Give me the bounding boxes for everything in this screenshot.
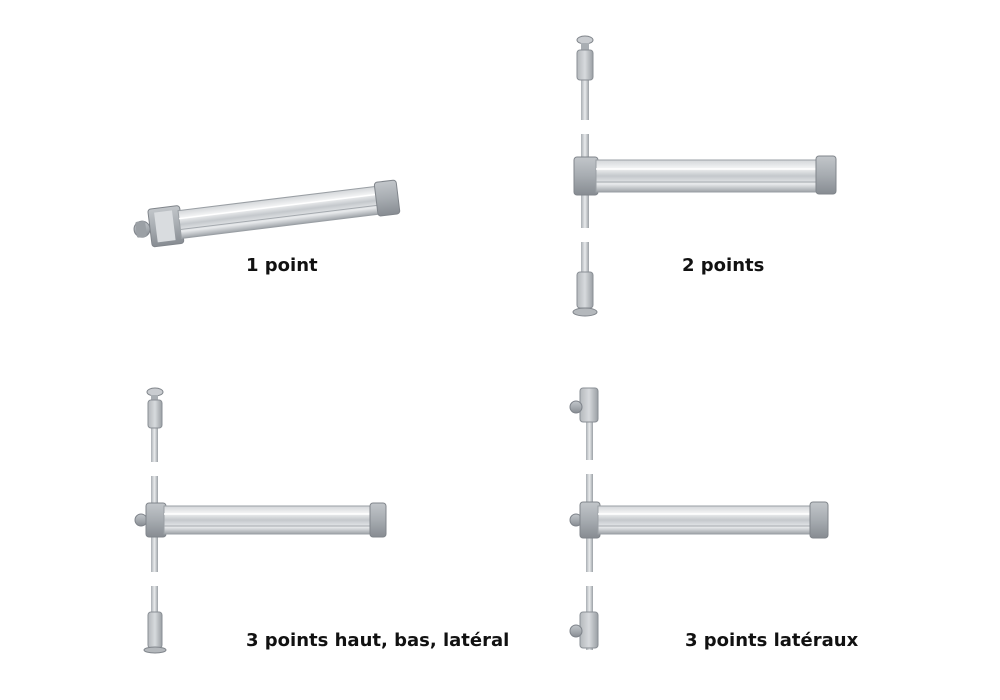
variant-label: 3 points latéraux: [685, 630, 859, 651]
panic-bar-1-point-illustration: [133, 179, 401, 248]
variant-1-point: 1 point: [0, 0, 500, 330]
panic-bar-3-points-top-bottom-side-illustration: [134, 387, 387, 654]
variant-3-points-haut-bas-lateral: 3 points haut, bas, latéral: [0, 350, 509, 700]
variant-label: 3 points haut, bas, latéral: [246, 630, 510, 651]
panic-bar-3-points-side-illustration: [569, 387, 829, 650]
variant-3-points-lateraux: 3 points latéraux: [500, 350, 1000, 700]
variant-2-points: 2 points: [500, 0, 1000, 330]
variant-label: 2 points: [682, 255, 765, 276]
variant-label: 1 point: [246, 255, 318, 276]
panic-bar-2-points-illustration: [572, 35, 837, 317]
